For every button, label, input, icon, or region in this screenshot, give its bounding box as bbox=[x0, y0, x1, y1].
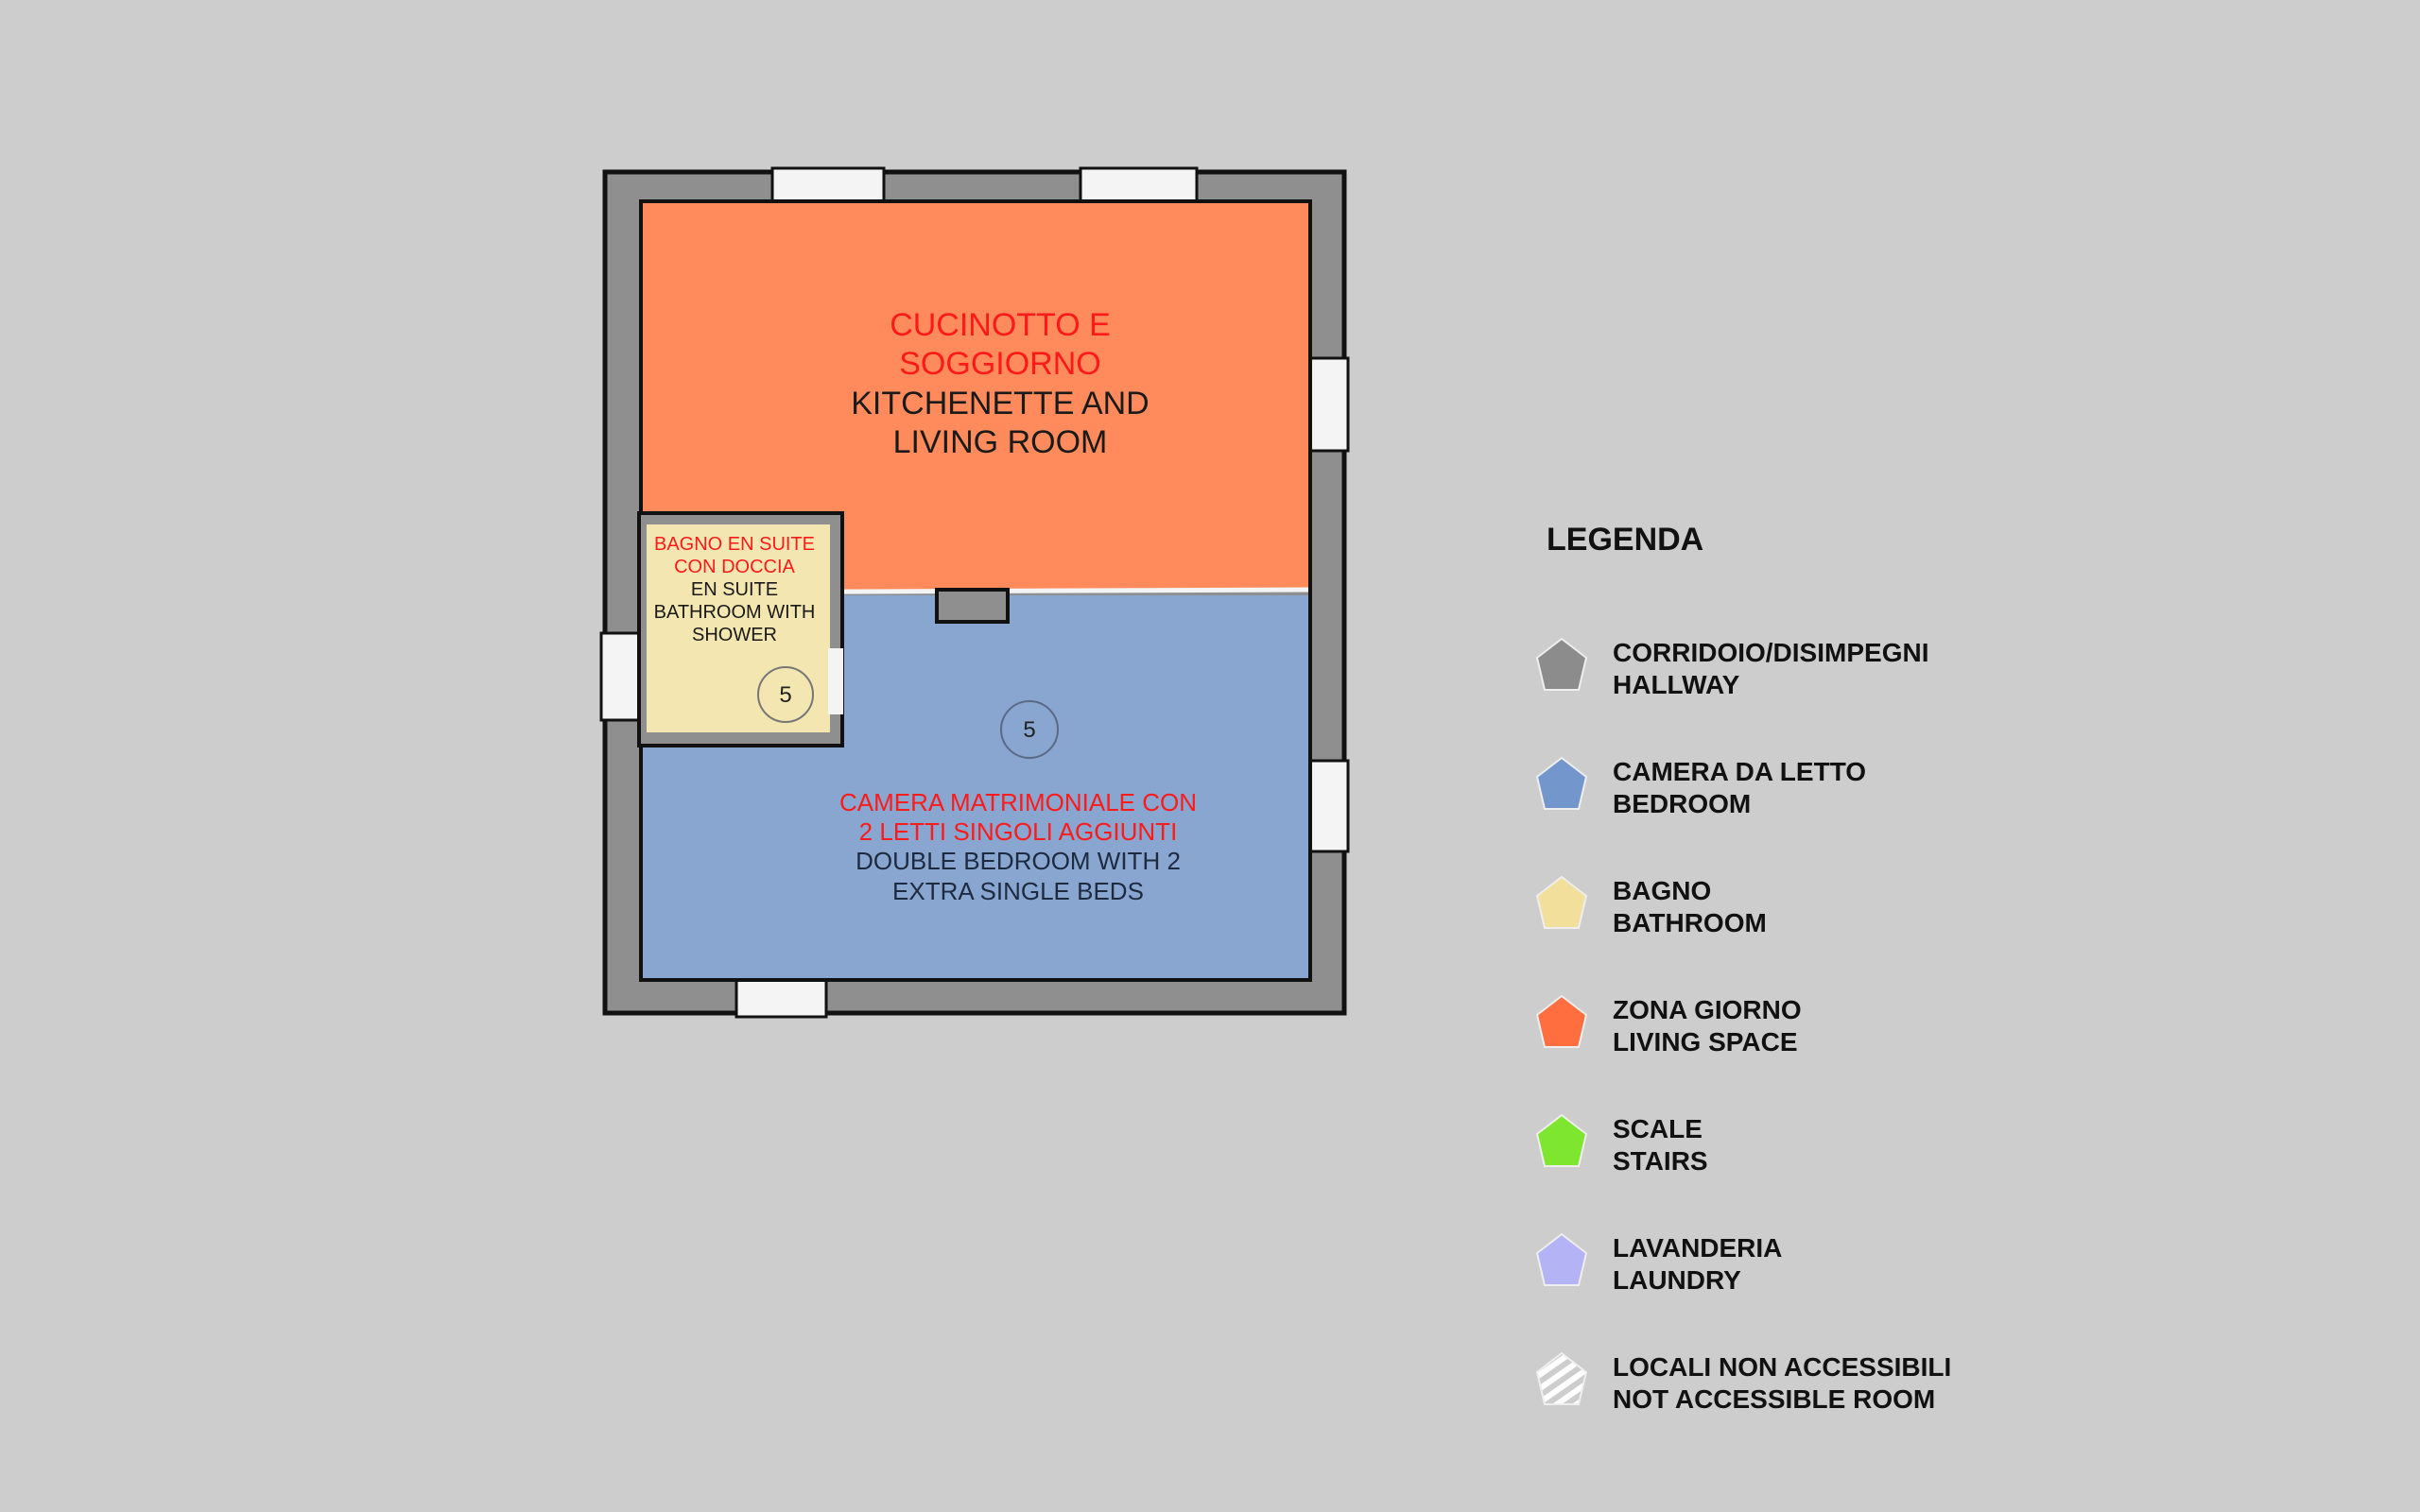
door-stub bbox=[935, 588, 1010, 624]
legend-item-it: CORRIDOIO/DISIMPEGNI bbox=[1613, 638, 1929, 667]
living-room-name-en: KITCHENETTE AND bbox=[851, 385, 1150, 421]
bathroom-label: BAGNO EN SUITE CON DOCCIA EN SUITE BATHR… bbox=[654, 533, 816, 646]
legend-item-en: NOT ACCESSIBLE ROOM bbox=[1613, 1384, 1936, 1414]
legend-item-it: ZONA GIORNO bbox=[1613, 995, 1802, 1024]
bedroom-name-it: 2 LETTI SINGOLI AGGIUNTI bbox=[858, 817, 1178, 847]
legend-item-label: CAMERA DA LETTO BEDROOM bbox=[1613, 756, 1866, 820]
bathroom-name-en: EN SUITE bbox=[690, 579, 779, 600]
legend-item-en: STAIRS bbox=[1613, 1146, 1708, 1176]
bedroom-name-it: CAMERA MATRIMONIALE CON bbox=[838, 788, 1198, 816]
legend-item: CAMERA DA LETTO BEDROOM bbox=[1531, 754, 2099, 830]
bedroom-name-en: DOUBLE BEDROOM WITH 2 bbox=[856, 847, 1181, 876]
legend-title: LEGENDA bbox=[1547, 522, 1704, 558]
bathroom-name-en: SHOWER bbox=[691, 625, 777, 645]
living-room-name-it: CUCINOTTO E bbox=[890, 307, 1111, 343]
pentagon-gray-icon bbox=[1535, 637, 1588, 691]
legend-item-it: CAMERA DA LETTO bbox=[1613, 757, 1867, 786]
room-number-circle bbox=[757, 666, 814, 723]
pentagon-orange-icon bbox=[1535, 994, 1588, 1048]
legend-item-en: LAUNDRY bbox=[1613, 1265, 1741, 1295]
living-room-name-en: LIVING ROOM bbox=[892, 424, 1108, 461]
bathroom-name-en: BATHROOM WITH bbox=[653, 602, 816, 623]
legend-item: ZONA GIORNO LIVING SPACE bbox=[1531, 992, 2099, 1068]
bathroom-area bbox=[647, 524, 830, 732]
legend-item: SCALE STAIRS bbox=[1531, 1111, 2099, 1187]
legend-item-it: SCALE bbox=[1613, 1114, 1703, 1143]
legend-item-it: LAVANDERIA bbox=[1613, 1233, 1783, 1263]
legend-item: BAGNO BATHROOM bbox=[1531, 873, 2099, 949]
legend-item-label: ZONA GIORNO LIVING SPACE bbox=[1613, 994, 1802, 1058]
legend-item-label: BAGNO BATHROOM bbox=[1613, 875, 1767, 939]
pentagon-lavender-icon bbox=[1535, 1232, 1588, 1286]
legend-item-it: LOCALI NON ACCESSIBILI bbox=[1613, 1352, 1952, 1382]
legend-item-en: LIVING SPACE bbox=[1613, 1027, 1798, 1057]
legend-item-en: HALLWAY bbox=[1613, 670, 1740, 699]
pentagon-yellow-icon bbox=[1535, 875, 1588, 929]
living-room-label: CUCINOTTO E SOGGIORNO KITCHENETTE AND LI… bbox=[851, 306, 1149, 463]
bedroom-name-en: EXTRA SINGLE BEDS bbox=[892, 876, 1144, 905]
room-number-circle bbox=[1000, 700, 1059, 759]
legend-item-label: SCALE STAIRS bbox=[1613, 1113, 1708, 1177]
bathroom-name-it: CON DOCCIA bbox=[674, 557, 795, 577]
bathroom-door bbox=[828, 648, 843, 714]
pentagon-green-icon bbox=[1535, 1113, 1588, 1167]
legend-item: CORRIDOIO/DISIMPEGNI HALLWAY bbox=[1531, 635, 2099, 711]
pentagon-blue-icon bbox=[1535, 756, 1588, 810]
pentagon-hatched-icon bbox=[1535, 1351, 1588, 1405]
bedroom-number: 5 bbox=[1023, 717, 1036, 743]
bedroom-label: CAMERA MATRIMONIALE CON 2 LETTI SINGOLI … bbox=[839, 788, 1197, 906]
legend-item-en: BATHROOM bbox=[1613, 908, 1767, 937]
living-room-name-it: SOGGIORNO bbox=[899, 346, 1101, 383]
bathroom-number: 5 bbox=[779, 682, 792, 708]
legend-item-label: CORRIDOIO/DISIMPEGNI HALLWAY bbox=[1613, 637, 1928, 701]
bathroom-name-it: BAGNO EN SUITE bbox=[653, 534, 816, 555]
legend-item-en: BEDROOM bbox=[1613, 789, 1752, 818]
legend-item-it: BAGNO bbox=[1613, 876, 1712, 905]
